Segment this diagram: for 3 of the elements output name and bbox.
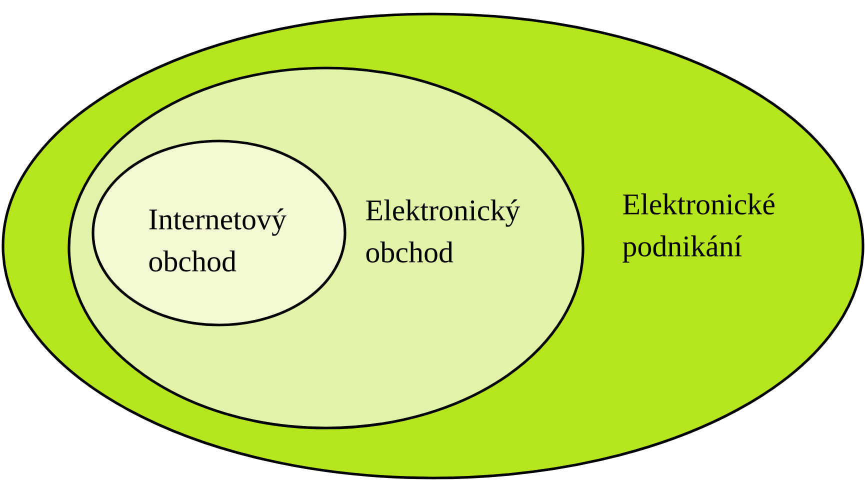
ellipse-label: Elektronické podnikání (622, 193, 774, 263)
ellipse-label: Internetový obchod (149, 208, 286, 272)
ellipse-label: Elektronický obchod (366, 199, 520, 263)
